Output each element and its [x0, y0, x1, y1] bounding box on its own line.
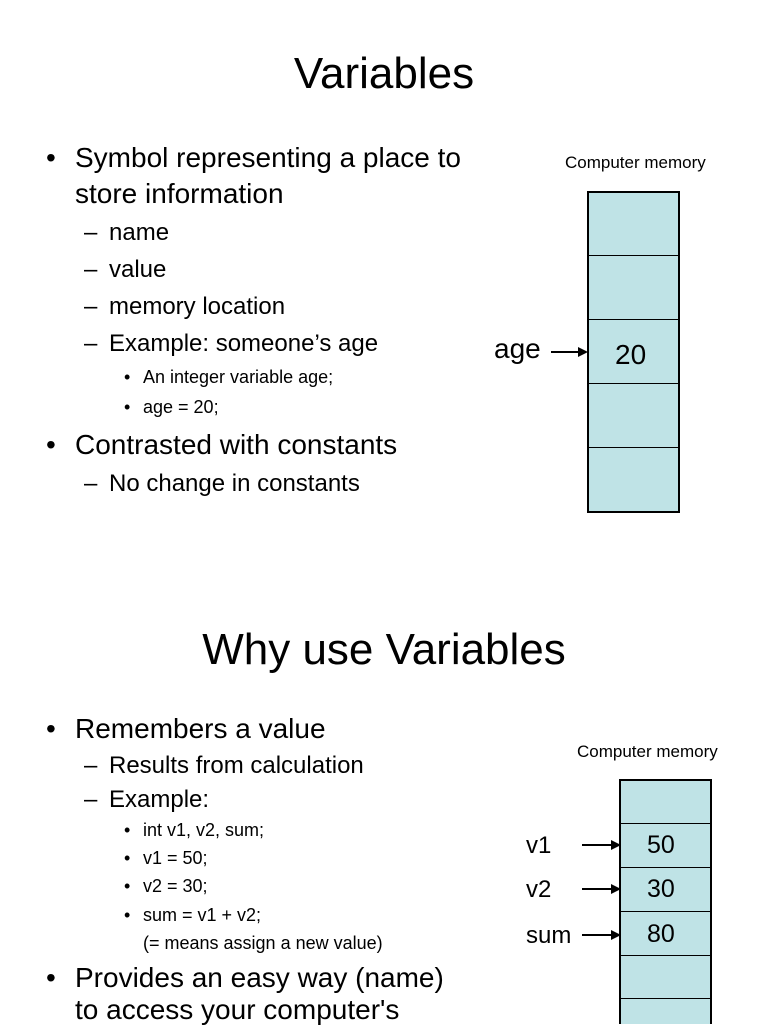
bullet-symbol: •: [46, 962, 56, 993]
memory-cell: [587, 384, 680, 448]
memory-value: 80: [647, 920, 675, 948]
memory-label: Computer memory: [577, 742, 718, 761]
memory-value: 30: [647, 875, 675, 903]
arrow-line: [582, 844, 612, 846]
memory-cell: [587, 256, 680, 320]
bullet-text-continued: to access your computer's: [75, 994, 400, 1025]
dash-symbol: –: [84, 256, 98, 283]
code-bullet-text: sum = v1 + v2;: [143, 905, 262, 925]
sub-bullet-text: Results from calculation: [109, 752, 364, 779]
code-bullet-text: age = 20;: [143, 397, 219, 417]
sub-bullet-text: memory location: [109, 293, 286, 320]
bullet-symbol: •: [46, 142, 56, 173]
memory-label: Computer memory: [565, 153, 706, 172]
arrow-head-icon: [611, 840, 621, 850]
sub-bullet-text: Example:: [109, 786, 210, 813]
variable-name: age: [494, 333, 541, 364]
memory-value: 20: [615, 339, 647, 370]
dash-symbol: –: [84, 786, 98, 813]
code-bullet-text: An integer variable age;: [143, 367, 334, 387]
small-bullet-symbol: •: [124, 820, 131, 840]
memory-cell: [587, 320, 680, 384]
sub-bullet-text: Example: someone’s age: [109, 330, 379, 357]
memory-cell: [619, 824, 712, 868]
dash-symbol: –: [84, 752, 98, 779]
code-bullet-text: v1 = 50;: [143, 848, 208, 868]
small-bullet-symbol: •: [124, 905, 131, 925]
sub-bullet-text: name: [109, 219, 170, 246]
arrow-line: [551, 351, 579, 353]
dash-symbol: –: [84, 470, 98, 497]
sub-bullet-text: No change in constants: [109, 470, 360, 497]
small-bullet-symbol: •: [124, 367, 131, 387]
memory-cell: [619, 999, 712, 1024]
code-bullet-text: int v1, v2, sum;: [143, 820, 265, 840]
memory-value: 50: [647, 831, 675, 859]
bullet-symbol: •: [46, 429, 56, 460]
variable-name: sum: [526, 922, 572, 949]
small-bullet-symbol: •: [124, 848, 131, 868]
small-bullet-symbol: •: [124, 397, 131, 417]
slide2-title: Why use Variables: [202, 625, 566, 674]
variable-name: v1: [526, 832, 552, 859]
bullet-text: Contrasted with constants: [75, 429, 398, 460]
bullet-symbol: •: [46, 713, 56, 744]
bullet-text: Remembers a value: [75, 713, 326, 744]
dash-symbol: –: [84, 293, 98, 320]
bullet-text-continued: store information: [75, 178, 284, 209]
arrow-head-icon: [611, 930, 621, 940]
memory-cell: [587, 448, 680, 513]
memory-cell: [619, 868, 712, 912]
memory-cell: [587, 191, 680, 256]
arrow-head-icon: [578, 347, 588, 357]
bullet-text: Symbol representing a place to: [75, 142, 461, 173]
variable-name: v2: [526, 876, 552, 903]
arrow-head-icon: [611, 884, 621, 894]
dash-symbol: –: [84, 219, 98, 246]
assignment-note: (= means assign a new value): [143, 933, 383, 953]
arrow-line: [582, 888, 612, 890]
arrow-line: [582, 934, 612, 936]
memory-cell: [619, 779, 712, 824]
dash-symbol: –: [84, 330, 98, 357]
slide1-title: Variables: [293, 49, 475, 98]
sub-bullet-text: value: [109, 256, 167, 283]
bullet-text: Provides an easy way (name): [75, 962, 444, 993]
small-bullet-symbol: •: [124, 876, 131, 896]
code-bullet-text: v2 = 30;: [143, 876, 208, 896]
memory-cell: [619, 956, 712, 999]
